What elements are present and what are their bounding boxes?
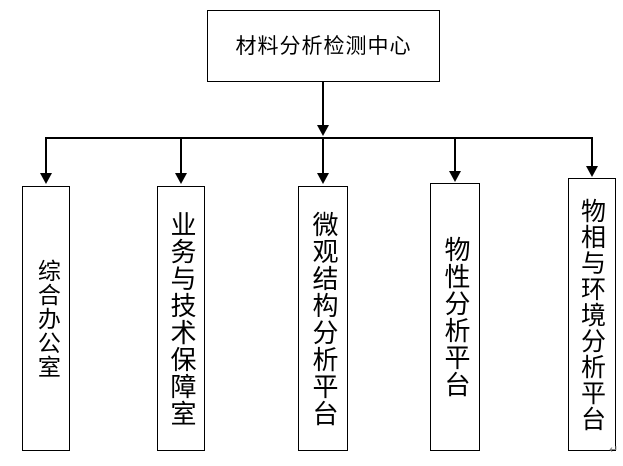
connector-drop-1 (45, 137, 47, 175)
node-child-3-label: 微观结构分析平台 (308, 210, 339, 427)
node-child-1-label: 综合办公室 (33, 258, 60, 379)
connector-drop-5 (591, 137, 593, 168)
connector-horizontal-bus (46, 137, 593, 139)
arrowhead-drop-5 (586, 166, 598, 177)
connector-drop-4 (454, 137, 456, 173)
node-child-3[interactable]: 微观结构分析平台 (298, 186, 348, 451)
connector-drop-3 (322, 137, 324, 175)
node-child-5[interactable]: 物相与环境分析平台 (568, 178, 616, 451)
arrowhead-drop-1 (40, 173, 52, 184)
connector-drop-2 (180, 137, 182, 175)
arrowhead-drop-4 (449, 171, 461, 182)
arrowhead-drop-2 (175, 173, 187, 184)
node-child-1[interactable]: 综合办公室 (22, 186, 70, 451)
arrowhead-drop-3 (317, 173, 329, 184)
node-child-5-label: 物相与环境分析平台 (577, 197, 607, 432)
arrowhead-root-to-bus (317, 125, 329, 136)
node-child-4[interactable]: 物性分析平台 (430, 183, 480, 451)
paragraph-mark-icon: ↵ (609, 443, 619, 456)
connector-root-stem (322, 82, 324, 126)
node-root[interactable]: 材料分析检测中心 (207, 10, 440, 82)
node-root-label: 材料分析检测中心 (235, 33, 412, 58)
node-child-4-label: 物性分析平台 (440, 236, 471, 398)
node-child-2[interactable]: 业务与技术保障室 (157, 186, 205, 451)
node-child-2-label: 业务与技术保障室 (166, 210, 197, 427)
